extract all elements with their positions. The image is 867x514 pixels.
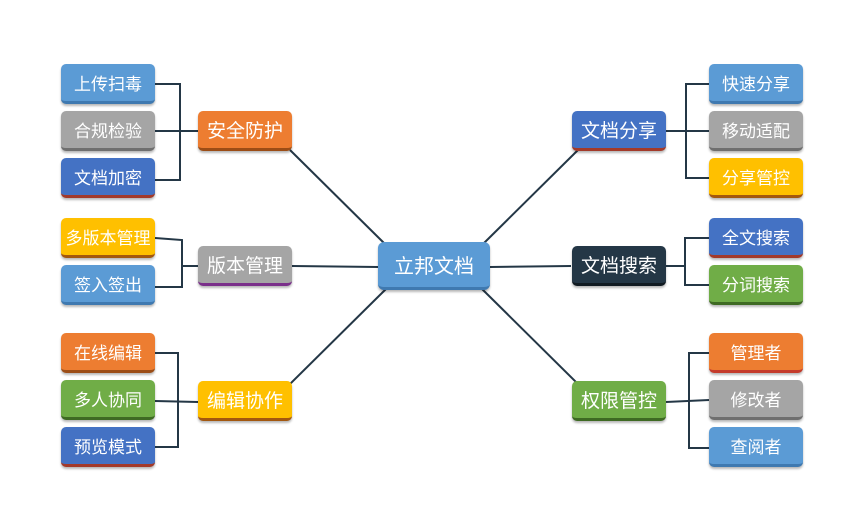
branch-editing: 编辑协作 (198, 381, 292, 421)
leaf-security-1: 上传扫毒 (61, 64, 155, 104)
branch-search: 文档搜索 (572, 246, 666, 286)
link-center-version (291, 265, 379, 268)
center-node: 立邦文档 (378, 242, 490, 290)
leaf-version-2: 签入签出 (61, 265, 155, 305)
leaf-share-1: 快速分享 (709, 64, 803, 104)
leaf-editing-2: 多人协同 (61, 380, 155, 420)
stem-editing (154, 400, 199, 403)
leaf-share-2: 移动适配 (709, 111, 803, 151)
leaf-version-1: 多版本管理 (61, 218, 155, 258)
branch-version: 版本管理 (198, 246, 292, 286)
bracket-search (684, 237, 709, 286)
leaf-search-1: 全文搜索 (709, 218, 803, 258)
branch-security: 安全防护 (198, 111, 292, 151)
leaf-editing-1: 在线编辑 (61, 333, 155, 373)
stem-permission (665, 399, 710, 403)
leaf-search-2: 分词搜索 (709, 265, 803, 305)
leaf-share-3: 分享管控 (709, 158, 803, 198)
leaf-permission-3: 查阅者 (709, 427, 803, 467)
link-center-security (289, 149, 387, 246)
link-center-editing (289, 288, 387, 385)
leaf-security-2: 合规检验 (61, 111, 155, 151)
bracket-editing (155, 352, 179, 448)
link-center-permission (481, 288, 579, 385)
branch-permission: 权限管控 (572, 381, 666, 421)
leaf-permission-1: 管理者 (709, 333, 803, 373)
branch-share: 文档分享 (572, 111, 666, 151)
bracket-version (154, 237, 183, 288)
link-center-search (489, 265, 572, 268)
leaf-editing-3: 预览模式 (61, 427, 155, 467)
leaf-permission-2: 修改者 (709, 380, 803, 420)
link-center-share (481, 149, 579, 246)
leaf-security-3: 文档加密 (61, 158, 155, 198)
